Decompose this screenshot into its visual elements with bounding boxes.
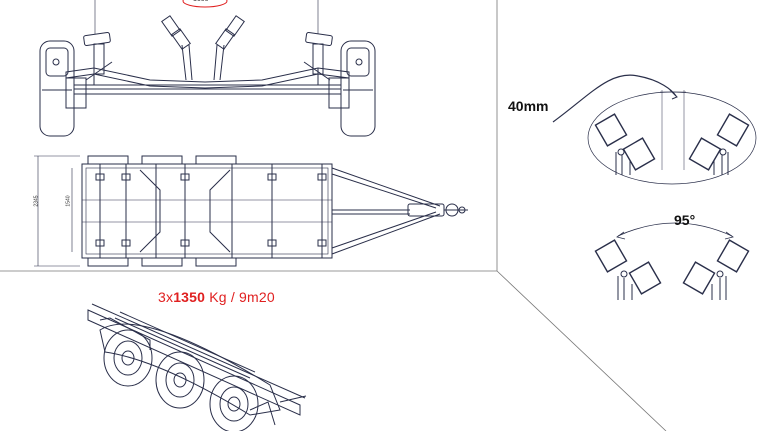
- angle-label: 95°: [674, 212, 696, 228]
- capacity-caption: 3x1350 Kg / 9m20: [158, 289, 275, 305]
- axle-count-text: 3x: [158, 289, 174, 305]
- length-capacity-text: Kg / 9m20: [205, 289, 275, 305]
- roller-clearance-detail: [552, 74, 757, 185]
- drawbar: [331, 167, 468, 255]
- inner-length-dimension-label: 1540: [65, 195, 72, 207]
- left-wheel: [39, 40, 75, 137]
- roller-angle-detail: [594, 222, 750, 300]
- right-wheel: [340, 40, 376, 137]
- chassis-cross-member: [65, 67, 350, 89]
- trailer-front-view: [39, 0, 376, 137]
- main-frame: [81, 163, 333, 259]
- trailer-top-view: [34, 155, 468, 267]
- panel-divider-lines: [0, 0, 667, 431]
- trailer-perspective-view: [87, 303, 307, 431]
- wheel-1: [103, 329, 153, 387]
- clearance-label: 40mm: [508, 98, 549, 114]
- width-dimension-badge: [182, 0, 228, 8]
- axle-weight-text: 1350: [173, 289, 206, 305]
- keel-roller-supports: [161, 15, 245, 81]
- wheel-2: [155, 351, 205, 409]
- overall-length-dimension-label: 2345: [33, 195, 40, 207]
- clearance-pointer-curve: [552, 74, 677, 123]
- width-dimension-label: 1600: [193, 0, 209, 3]
- wheel-3: [209, 375, 259, 431]
